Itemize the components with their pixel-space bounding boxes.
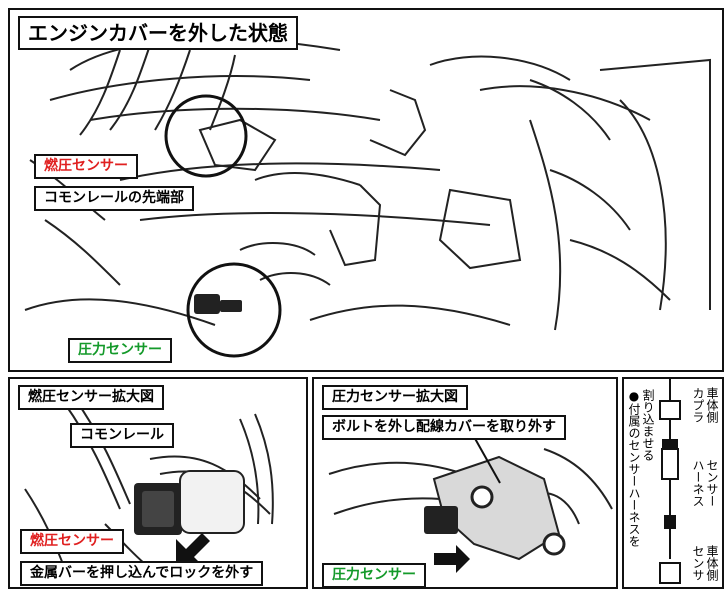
- common-rail-label: コモンレール: [70, 423, 174, 449]
- pressure-closeup-title: 圧力センサー拡大図: [322, 385, 468, 411]
- top-panel: エンジンカバーを外した状態 燃圧センサー コモンレールの先端部 圧力センサー: [8, 8, 724, 372]
- harness-diagram-panel: ●付属のセンサーハーネスを 割り込ませる 車体側 カプラ センサー ハーネス 車…: [622, 377, 724, 589]
- top-common-rail-tip-label: コモンレールの先端部: [34, 186, 194, 212]
- pressure-closeup-instruction: ボルトを外し配線カバーを取り外す: [322, 415, 566, 441]
- vehicle-sensor-label-2: センサ: [691, 545, 705, 581]
- pressure-sensor-closeup-panel: 圧力センサー拡大図 ボルトを外し配線カバーを取り外す 圧力センサー: [312, 377, 618, 589]
- vehicle-coupler-label-2: カプラ: [691, 387, 705, 423]
- fuel-sensor-closeup-panel: 燃圧センサー拡大図 コモンレール 燃圧センサー 金属バーを押し込んでロックを外す: [8, 377, 308, 589]
- fuel-closeup-instruction: 金属バーを押し込んでロックを外す: [20, 561, 264, 587]
- harness-diagram: [659, 379, 681, 584]
- lock-release-arrow-icon: [176, 533, 210, 567]
- fuel-sensor-callout-circle: [164, 94, 248, 178]
- fuel-closeup-title: 燃圧センサー拡大図: [18, 385, 164, 411]
- harness-note-line-2: 割り込ませる: [641, 389, 655, 461]
- pressure-sensor-closeup-illustration: [328, 418, 613, 573]
- fuel-sensor-closeup-illustration: [24, 398, 274, 570]
- sensor-harness-label-2: ハーネス: [691, 459, 705, 507]
- vehicle-sensor-label-1: 車体側: [705, 545, 719, 581]
- pressure-sensor-callout-circle: [186, 262, 282, 358]
- harness-note-line-1: ●付属のセンサーハーネスを: [627, 389, 641, 547]
- pressure-closeup-sensor-label: 圧力センサー: [322, 563, 426, 587]
- sensor-harness-label-1: センサー: [705, 459, 719, 507]
- top-title: エンジンカバーを外した状態: [18, 16, 298, 50]
- top-fuel-sensor-label: 燃圧センサー: [34, 154, 138, 180]
- fuel-closeup-sensor-label: 燃圧センサー: [20, 529, 124, 555]
- removal-arrow-icon: [434, 545, 470, 573]
- vehicle-coupler-label-1: 車体側: [705, 387, 719, 423]
- top-pressure-sensor-label: 圧力センサー: [68, 338, 172, 364]
